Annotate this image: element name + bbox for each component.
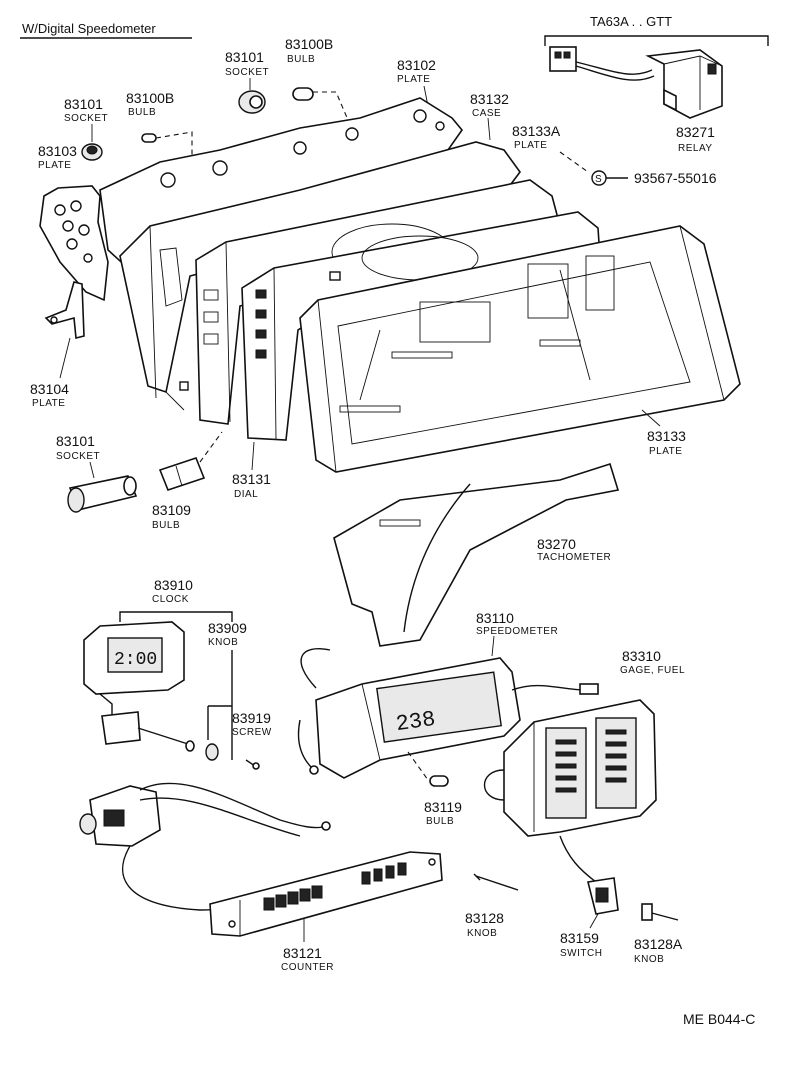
fuel-gage-83310 [483, 699, 657, 883]
clock-adjust-shaft [101, 711, 195, 752]
part-name-bulb-top: BULB [287, 54, 315, 65]
document-code: ME B044-C [683, 1011, 755, 1027]
part-number-83100b-left: 83100B [126, 90, 174, 106]
part-name-gage-fuel: GAGE, FUEL [620, 665, 685, 676]
part-number-83109: 83109 [152, 502, 191, 518]
part-name-plate-83104: PLATE [32, 398, 65, 409]
part-name-relay: RELAY [678, 143, 713, 154]
part-name-plate-83102: PLATE [397, 74, 430, 85]
tachometer-83270 [333, 462, 620, 647]
screw-83919 [245, 759, 260, 770]
knob-83909 [205, 743, 219, 761]
socket-83101-left [81, 143, 103, 161]
part-name-tachometer: TACHOMETER [537, 552, 611, 563]
part-name-plate-83133: PLATE [649, 446, 682, 457]
leader-83132 [487, 117, 491, 141]
part-number-83128: 83128 [465, 910, 504, 926]
part-number-83131: 83131 [232, 471, 271, 487]
part-name-plate-83103: PLATE [38, 160, 71, 171]
leader-83104 [59, 337, 71, 379]
part-name-knob-83909: KNOB [208, 637, 238, 648]
bulb-83100b-top [292, 87, 314, 101]
relay-83271 [549, 46, 723, 119]
part-number-83101-left: 83101 [64, 96, 103, 112]
diagram-title: W/Digital Speedometer [22, 21, 156, 36]
part-number-83270: 83270 [537, 536, 576, 552]
leader-83133 [641, 409, 661, 427]
part-number-83132: 83132 [470, 91, 509, 107]
variant-label: TA63A . . GTT [590, 14, 672, 29]
part-name-bulb-83109: BULB [152, 520, 180, 531]
part-name-switch: SWITCH [560, 948, 602, 959]
clock-display-readout: 2:00 [114, 650, 157, 670]
socket-83101-top [238, 90, 266, 114]
part-name-speedometer: SPEEDOMETER [476, 626, 558, 637]
part-name-case: CASE [472, 108, 501, 119]
part-name-plate-83133a: PLATE [514, 140, 547, 151]
part-name-socket-lower: SOCKET [56, 451, 100, 462]
part-number-83310: 83310 [622, 648, 661, 664]
speedometer-83110: 238 [297, 648, 599, 779]
plate-83104 [44, 281, 85, 340]
part-name-knob-83128a: KNOB [634, 954, 664, 965]
part-number-83110: 83110 [476, 610, 514, 626]
plate-83133 [299, 225, 741, 473]
odometer-switch-assembly [79, 782, 331, 911]
part-number-83910: 83910 [154, 577, 193, 593]
part-number-83104: 83104 [30, 381, 69, 397]
leader-83159 [589, 913, 599, 929]
leader-83100b-top [313, 91, 349, 121]
part-name-socket-top: SOCKET [225, 67, 269, 78]
part-number-83128a: 83128A [634, 936, 683, 952]
counter-83121 [209, 851, 443, 937]
part-name-dial: DIAL [234, 489, 258, 500]
part-number-83159: 83159 [560, 930, 599, 946]
clock-83910: 2:00 [83, 621, 185, 723]
knob-83128 [473, 873, 519, 891]
leader-93567-screw [559, 151, 589, 173]
speedometer-display-readout: 238 [394, 707, 437, 737]
part-number-83119: 83119 [424, 799, 462, 815]
part-name-socket-left: SOCKET [64, 113, 108, 124]
bulb-83109 [158, 457, 206, 491]
knob-83128a [641, 903, 679, 921]
leader-83101-lower [89, 461, 95, 479]
part-number-83100b-top: 83100B [285, 36, 333, 52]
plate-83103 [39, 185, 109, 302]
leader-83109-to-dial [199, 431, 223, 463]
bulb-83100b-left [141, 133, 157, 143]
bulb-83119 [429, 775, 449, 787]
part-name-bulb-83119: BULB [426, 816, 454, 827]
part-number-83121: 83121 [283, 945, 322, 961]
socket-83101-lower [67, 475, 138, 513]
part-number-83101-lower: 83101 [56, 433, 95, 449]
standard-part-letter: S [595, 174, 602, 185]
clock-bracket [119, 611, 233, 622]
part-name-counter: COUNTER [281, 962, 334, 973]
part-name-bulb-left: BULB [128, 107, 156, 118]
part-number-83271: 83271 [676, 124, 715, 140]
switch-83159 [587, 877, 619, 915]
part-name-screw: SCREW [232, 727, 272, 738]
part-number-83133a: 83133A [512, 123, 561, 139]
part-number-83102: 83102 [397, 57, 436, 73]
part-name-knob-83128: KNOB [467, 928, 497, 939]
part-number-83909: 83909 [208, 620, 247, 636]
part-number-83103: 83103 [38, 143, 77, 159]
part-number-93567-55016: 93567-55016 [634, 170, 717, 186]
part-number-83133: 83133 [647, 428, 686, 444]
leader-83110 [491, 635, 495, 657]
leader-83131 [251, 441, 255, 471]
part-number-83101-top: 83101 [225, 49, 264, 65]
part-name-clock: CLOCK [152, 594, 189, 605]
part-number-83919: 83919 [232, 710, 271, 726]
leader-83119-dash [407, 751, 429, 781]
variant-bracket [544, 35, 769, 46]
